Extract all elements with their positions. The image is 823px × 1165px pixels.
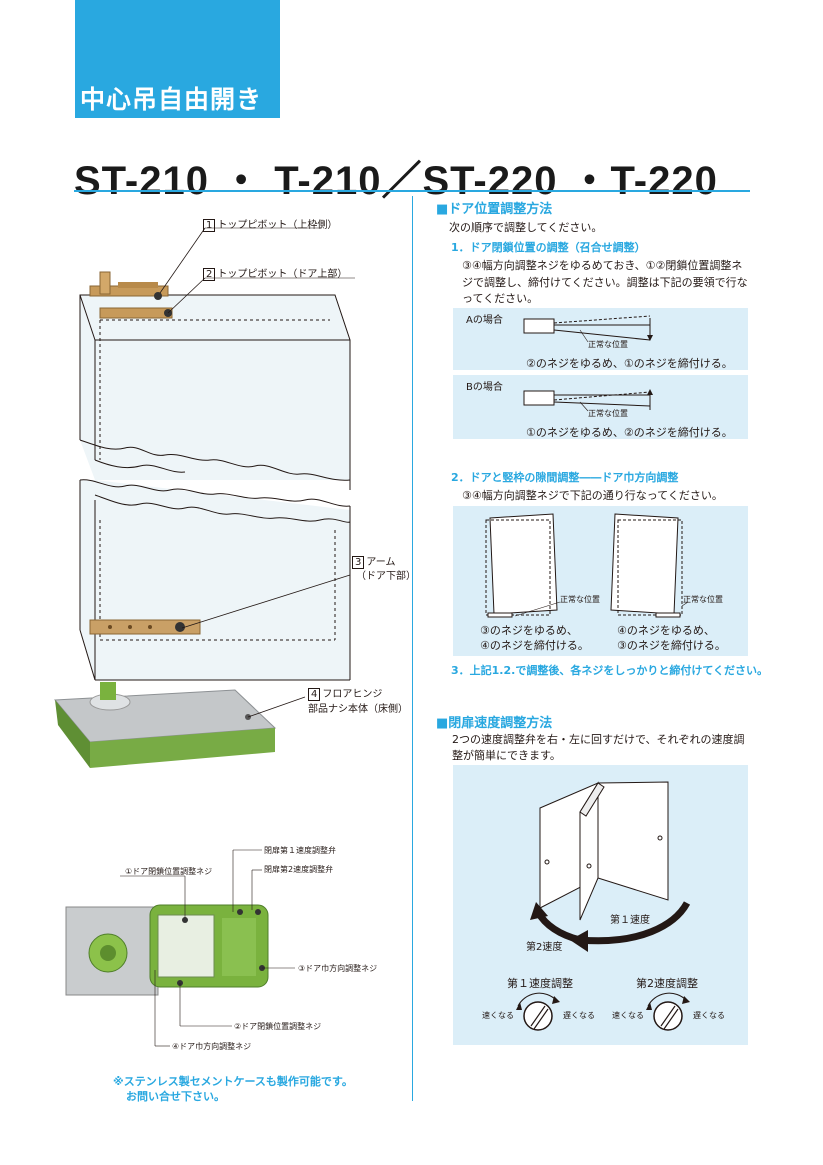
step3: 3．上記1.2.で調整後、各ネジをしっかりと締付けてください。 — [451, 664, 768, 677]
sec1-intro: 次の順序で調整してください。 — [449, 221, 603, 234]
knob1-left: 速くなる — [482, 1011, 514, 1020]
caseB-panel — [453, 375, 748, 439]
speed2-label: 第2速度 — [526, 942, 563, 953]
column-divider — [412, 196, 413, 1101]
title-rule — [74, 190, 750, 192]
caseA-normal: 正常な位置 — [588, 340, 628, 349]
label-width-screw4: ④ドア巾方向調整ネジ — [172, 1042, 252, 1051]
step2-left-2: ④のネジを締付ける。 — [480, 639, 589, 652]
callout-floor-hinge-sub: 部品ナシ本体（床側） — [308, 704, 408, 715]
step2-left-normal: 正常な位置 — [560, 595, 600, 604]
step2-left-1: ③のネジをゆるめ、 — [480, 624, 578, 637]
label-speed1-valve: 閉扉第１速度調整弁 — [264, 846, 336, 855]
caseA-panel — [453, 308, 748, 370]
caseA-text: ②のネジをゆるめ、①のネジを締付ける。 — [526, 357, 733, 370]
step2-right-1: ④のネジをゆるめ、 — [617, 624, 715, 637]
caseA-label: Aの場合 — [466, 315, 503, 326]
note-line2: お問い合せ下さい。 — [126, 1090, 225, 1103]
sec1-title: ■ドア位置調整方法 — [436, 202, 553, 217]
step2-body: ③④幅方向調整ネジで下記の通り行なってください。 — [462, 489, 723, 502]
model-title: ST-210 ・ T-210／ST-220 ・T-220 — [74, 159, 718, 203]
step1-body-2: ジで調整し、締付けてください。調整は下記の要領で行な — [462, 276, 748, 289]
sec2-body-2: 整が簡単にできます。 — [452, 749, 561, 762]
caseB-text: ①のネジをゆるめ、②のネジを締付ける。 — [526, 426, 733, 439]
caseB-normal: 正常な位置 — [588, 409, 628, 418]
sec2-title: ■閉扉速度調整方法 — [436, 716, 553, 731]
knob2-right: 遅くなる — [693, 1011, 725, 1020]
speed1-label: 第１速度 — [610, 915, 650, 926]
knob1-right: 遅くなる — [563, 1011, 595, 1020]
label-width-screw3: ③ドア巾方向調整ネジ — [298, 964, 378, 973]
knob1-title: 第１速度調整 — [507, 977, 573, 990]
door-illustration — [53, 227, 355, 768]
knob2-left: 速くなる — [612, 1011, 644, 1020]
label-pos-screw1: ①ドア閉鎖位置調整ネジ — [125, 867, 213, 876]
step2-right-normal: 正常な位置 — [683, 595, 723, 604]
hinge-detail — [65, 849, 295, 1047]
note-line1: ※ステンレス製セメントケースも製作可能です。 — [113, 1075, 353, 1088]
caseB-label: Bの場合 — [466, 382, 503, 393]
label-speed2-valve: 閉扉第2速度調整弁 — [264, 865, 334, 874]
callout-arm-sub: （ドア下部） — [356, 571, 416, 582]
knob2-title: 第2速度調整 — [636, 977, 698, 990]
step1-title: 1．ドア閉鎖位置の調整（召合せ調整） — [451, 241, 646, 254]
step1-body-3: ってください。 — [462, 292, 539, 305]
category-title: 中心吊自由開き — [80, 85, 263, 114]
step1-body-1: ③④幅方向調整ネジをゆるめておき、①②閉鎖位置調整ネ — [462, 259, 743, 272]
category-tab — [75, 0, 280, 118]
sec2-body-1: 2つの速度調整弁を右・左に回すだけで、それぞれの速度調 — [452, 733, 745, 746]
label-pos-screw2: ②ドア閉鎖位置調整ネジ — [234, 1022, 322, 1031]
step2-right-2: ③のネジを締付ける。 — [617, 639, 726, 652]
step2-title: 2．ドアと竪枠の隙間調整――ドア巾方向調整 — [451, 471, 679, 484]
